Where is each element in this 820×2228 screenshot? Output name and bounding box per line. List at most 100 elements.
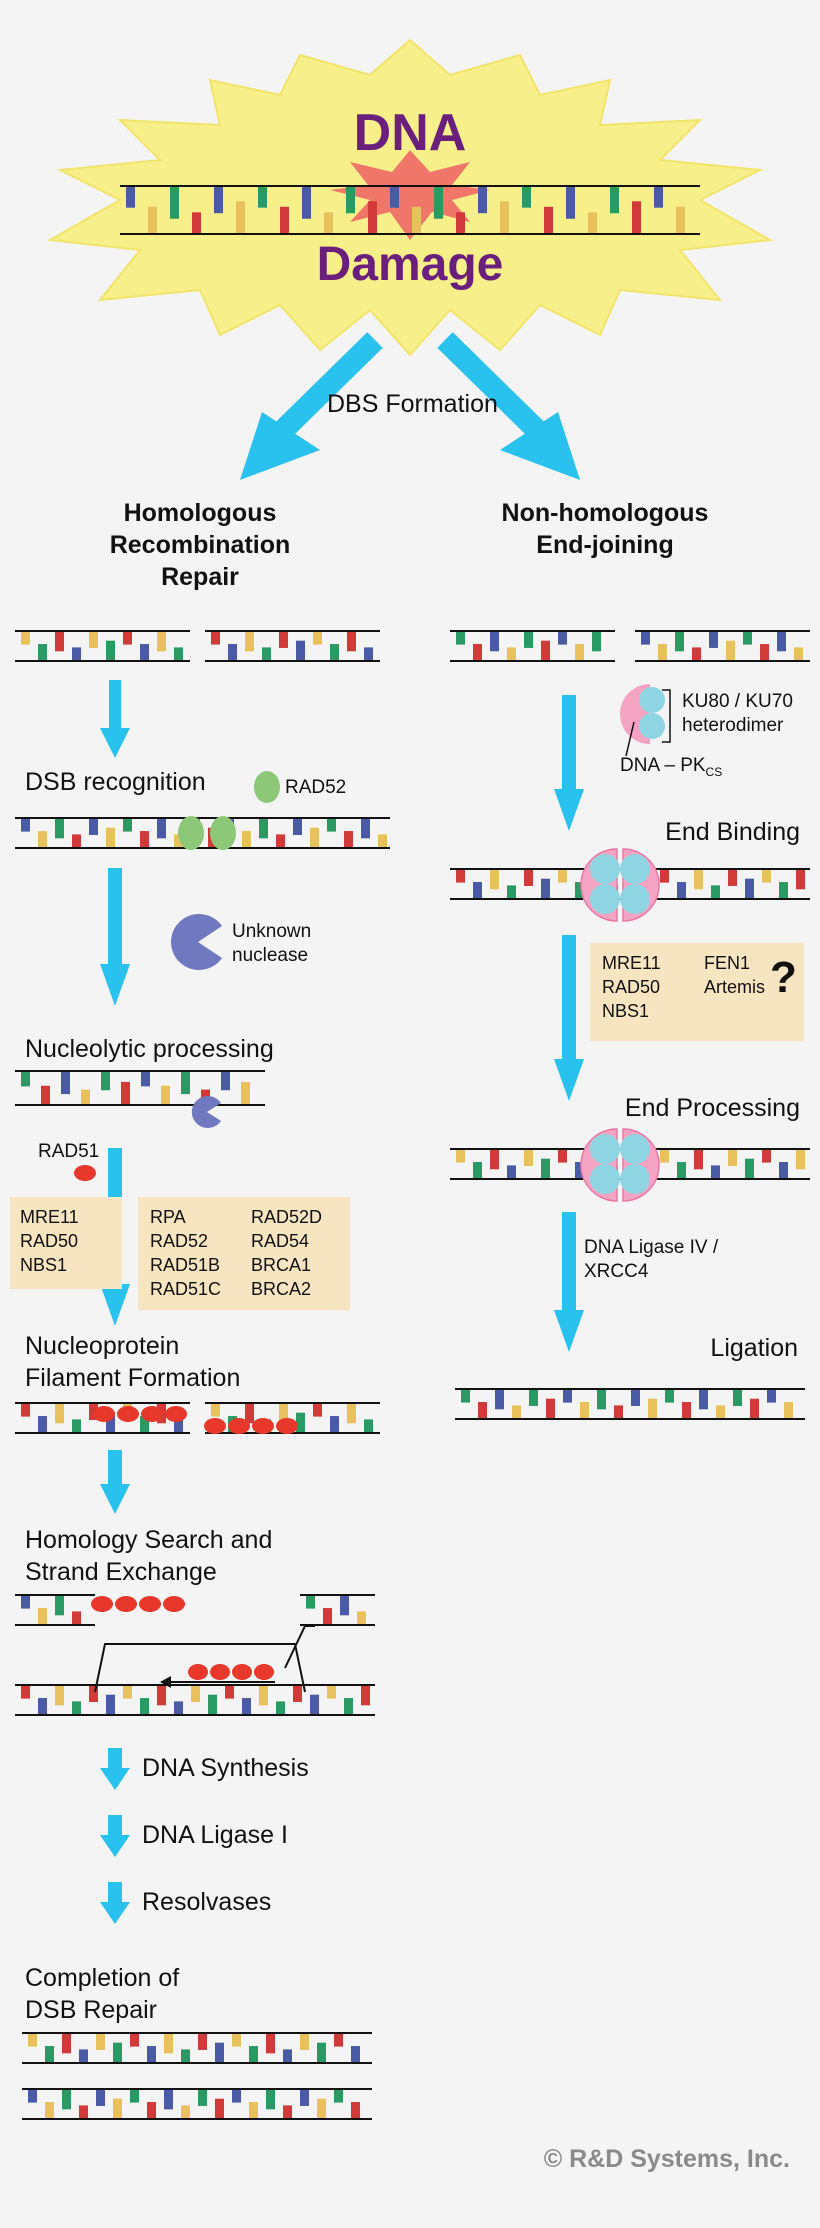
- base-pair: [610, 187, 619, 214]
- base-pair: [507, 647, 516, 660]
- base-pair: [276, 1701, 285, 1714]
- base-pair: [361, 1686, 370, 1706]
- base-pair: [692, 647, 701, 660]
- base-pair: [198, 2090, 207, 2106]
- base-pair: [21, 819, 30, 832]
- base-pair: [148, 206, 157, 233]
- base-pair: [330, 644, 339, 660]
- base-pair: [259, 1686, 268, 1706]
- hr-title-line1: Homologous: [123, 499, 277, 527]
- base-pair: [541, 640, 550, 660]
- rad51-filament-left: [93, 1406, 187, 1422]
- dnapk-pointer: [625, 721, 635, 757]
- rad51-label: RAD51: [38, 1141, 100, 1162]
- base-pair: [631, 1390, 640, 1406]
- completion-line1: Completion of: [25, 1964, 180, 1992]
- base-pair: [665, 1390, 674, 1403]
- base-pair: [412, 206, 421, 233]
- nucleoprotein-line2: Filament Formation: [25, 1364, 241, 1392]
- base-pair: [55, 1596, 64, 1616]
- nhej-arrow-1: [554, 695, 584, 831]
- base-pair: [694, 870, 703, 890]
- base-pair: [473, 882, 482, 898]
- base-pair: [45, 2046, 54, 2062]
- base-pair: [126, 187, 135, 208]
- base-pair: [259, 819, 268, 839]
- base-pair: [21, 1404, 30, 1417]
- base-pair: [242, 831, 251, 847]
- base-pair: [191, 1686, 200, 1702]
- hr-title-line3: Repair: [161, 563, 239, 591]
- base-pair: [293, 819, 302, 835]
- base-pair: [728, 870, 737, 886]
- base-pair: [716, 1405, 725, 1418]
- base-pair: [507, 885, 516, 898]
- base-pair: [296, 640, 305, 660]
- dna-ligase-i-label: DNA Ligase I: [142, 1821, 288, 1849]
- base-pair: [279, 632, 288, 648]
- base-pair: [745, 1158, 754, 1178]
- base-pair: [21, 632, 30, 645]
- base-pair: [89, 1686, 98, 1702]
- dna-strand-hr-complete-1: [22, 2032, 372, 2064]
- base-pair: [181, 2049, 190, 2062]
- base-pair: [106, 1694, 115, 1714]
- base-pair: [170, 187, 179, 219]
- unknown-nuclease-label: Unknown nuclease: [232, 920, 311, 968]
- base-pair: [106, 640, 115, 660]
- base-pair: [121, 1081, 130, 1104]
- base-pair: [368, 201, 377, 233]
- dna-strand-hr-exchange-top-right: [300, 1594, 375, 1626]
- base-pair: [728, 1150, 737, 1166]
- box-item: RAD54: [251, 1231, 310, 1251]
- base-pair: [302, 187, 311, 219]
- base-pair: [55, 1404, 64, 1424]
- base-pair: [675, 632, 684, 652]
- base-pair: [507, 1165, 516, 1178]
- nhej-arrow-3: [554, 1212, 584, 1352]
- base-pair: [682, 1402, 691, 1418]
- base-pair: [478, 187, 487, 214]
- dna-strand-hr-recognition: [15, 817, 390, 849]
- base-pair: [140, 831, 149, 847]
- dnapk-text: DNA – PK: [620, 755, 706, 776]
- base-pair: [41, 1085, 50, 1104]
- base-pair: [456, 632, 465, 645]
- base-pair: [347, 1404, 356, 1424]
- base-pair: [641, 632, 650, 645]
- base-pair: [164, 2090, 173, 2110]
- base-pair: [495, 1390, 504, 1410]
- base-pair: [79, 2049, 88, 2062]
- dbs-formation-label: DBS Formation: [327, 390, 498, 418]
- dbs-arrow-left: [240, 332, 383, 480]
- base-pair: [762, 1150, 771, 1163]
- nhej-box-processing: MRE11 RAD50 NBS1 FEN1 Artemis ?: [590, 943, 804, 1041]
- base-pair: [677, 882, 686, 898]
- base-pair: [310, 827, 319, 847]
- base-pair: [558, 1150, 567, 1163]
- base-pair: [524, 1150, 533, 1166]
- base-pair: [726, 640, 735, 660]
- base-pair: [694, 1150, 703, 1170]
- base-pair: [276, 834, 285, 847]
- base-pair: [79, 2105, 88, 2118]
- box-item: RAD50: [20, 1231, 79, 1251]
- base-pair: [130, 2034, 139, 2047]
- dna-strand-header: [120, 185, 700, 235]
- base-pair: [796, 1150, 805, 1170]
- dna-ligase-iv-line2: XRCC4: [584, 1261, 649, 1282]
- base-pair: [89, 819, 98, 835]
- base-pair: [313, 632, 322, 645]
- base-pair: [575, 882, 584, 898]
- base-pair: [300, 2034, 309, 2050]
- base-pair: [648, 1398, 657, 1418]
- base-pair: [347, 632, 356, 652]
- base-pair: [512, 1405, 521, 1418]
- base-pair: [38, 644, 47, 660]
- base-pair: [461, 1390, 470, 1403]
- dbs-arrow-right: [437, 332, 580, 480]
- base-pair: [232, 2090, 241, 2103]
- base-pair: [733, 1390, 742, 1406]
- base-pair: [456, 1150, 465, 1163]
- base-pair: [750, 1398, 759, 1418]
